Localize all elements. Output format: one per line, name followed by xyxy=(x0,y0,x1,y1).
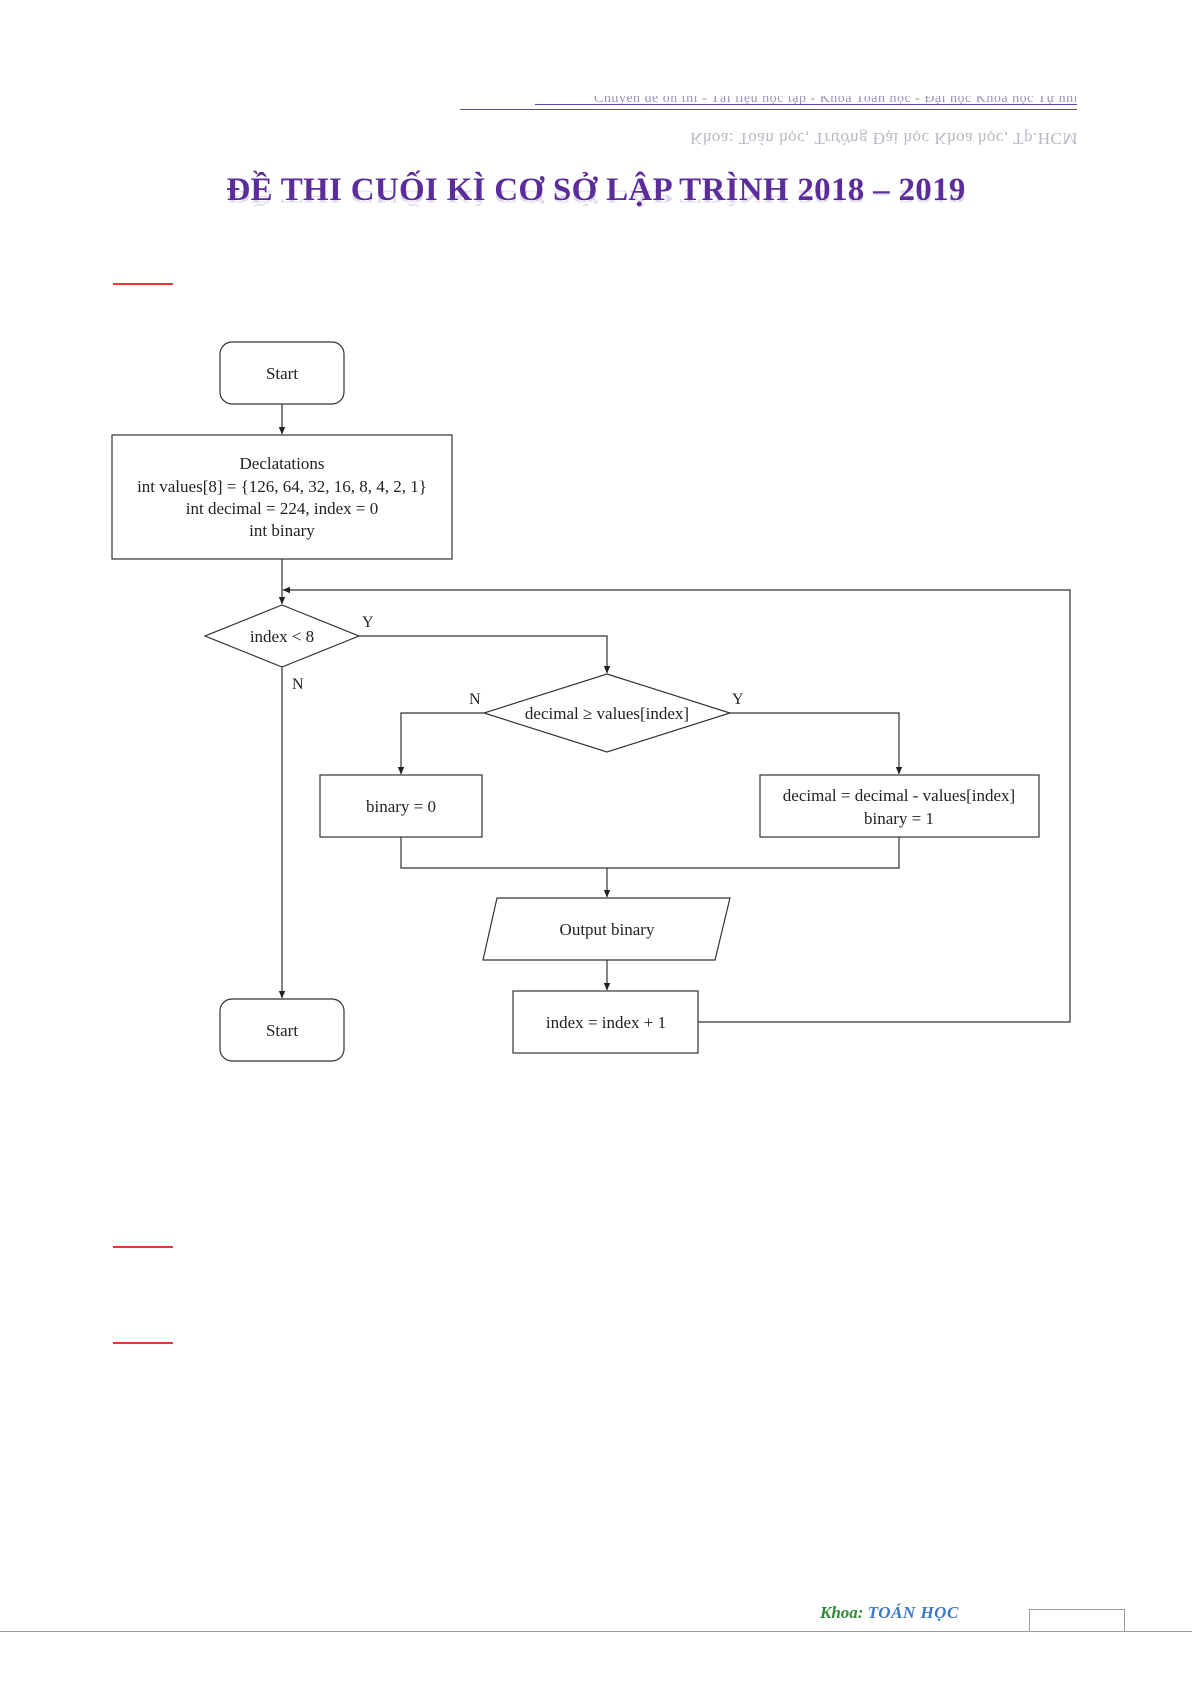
header-strip: Chuyên đề ôn thi - Tài liệu học tập - Kh… xyxy=(594,96,1076,104)
edge-decimal-no xyxy=(397,712,484,775)
footer-label: Khoa: xyxy=(820,1603,864,1622)
footer-department: Khoa: TOÁN HỌC xyxy=(820,1603,959,1623)
header-strip-text: Chuyên đề ôn thi - Tài liệu học tập - Kh… xyxy=(594,96,1076,104)
subtract-line-2: binary = 1 xyxy=(864,809,934,828)
start-label: Start xyxy=(266,364,298,383)
declarations-title: Declatations xyxy=(240,454,325,473)
output-parallelogram xyxy=(482,897,731,961)
binary-zero-label: binary = 0 xyxy=(366,797,436,816)
edge-decimal-yes xyxy=(730,712,903,775)
document-title: ĐỀ THI CUỐI KÌ CƠ SỞ LẬP TRÌNH 2018 – 20… xyxy=(226,172,966,208)
index-condition-label: index < 8 xyxy=(250,627,314,646)
edge-merge xyxy=(400,837,900,869)
subtract-line-1: decimal = decimal - values[index] xyxy=(783,786,1015,805)
decimal-yes-label: Y xyxy=(732,691,744,708)
header-rule-bottom xyxy=(460,109,1077,110)
declarations-decimal: int decimal = 224, index = 0 xyxy=(186,499,378,518)
decimal-condition-label: decimal ≥ values[index] xyxy=(525,704,689,723)
question-marker-1 xyxy=(113,283,173,285)
header-rule-top xyxy=(535,104,1077,105)
index-no-label: N xyxy=(292,676,304,693)
question-marker-2 xyxy=(113,1246,173,1248)
decimal-condition-diamond xyxy=(482,673,732,753)
index-yes-label: Y xyxy=(362,614,374,631)
declarations-binary: int binary xyxy=(249,521,315,540)
question-marker-3 xyxy=(113,1342,173,1344)
declarations-values: int values[8] = {126, 64, 32, 16, 8, 4, … xyxy=(137,477,427,496)
end-label: Start xyxy=(266,1021,298,1040)
decimal-no-label: N xyxy=(469,691,481,708)
edge-index-yes xyxy=(359,635,611,674)
footer-value: TOÁN HỌC xyxy=(867,1603,959,1622)
edge-loop-back xyxy=(282,586,1071,1023)
output-label: Output binary xyxy=(560,920,655,939)
footer-rule xyxy=(0,1631,1192,1632)
footer-page-box xyxy=(1029,1609,1125,1632)
increment-label: index = index + 1 xyxy=(546,1013,666,1032)
end-terminal xyxy=(219,998,345,1062)
